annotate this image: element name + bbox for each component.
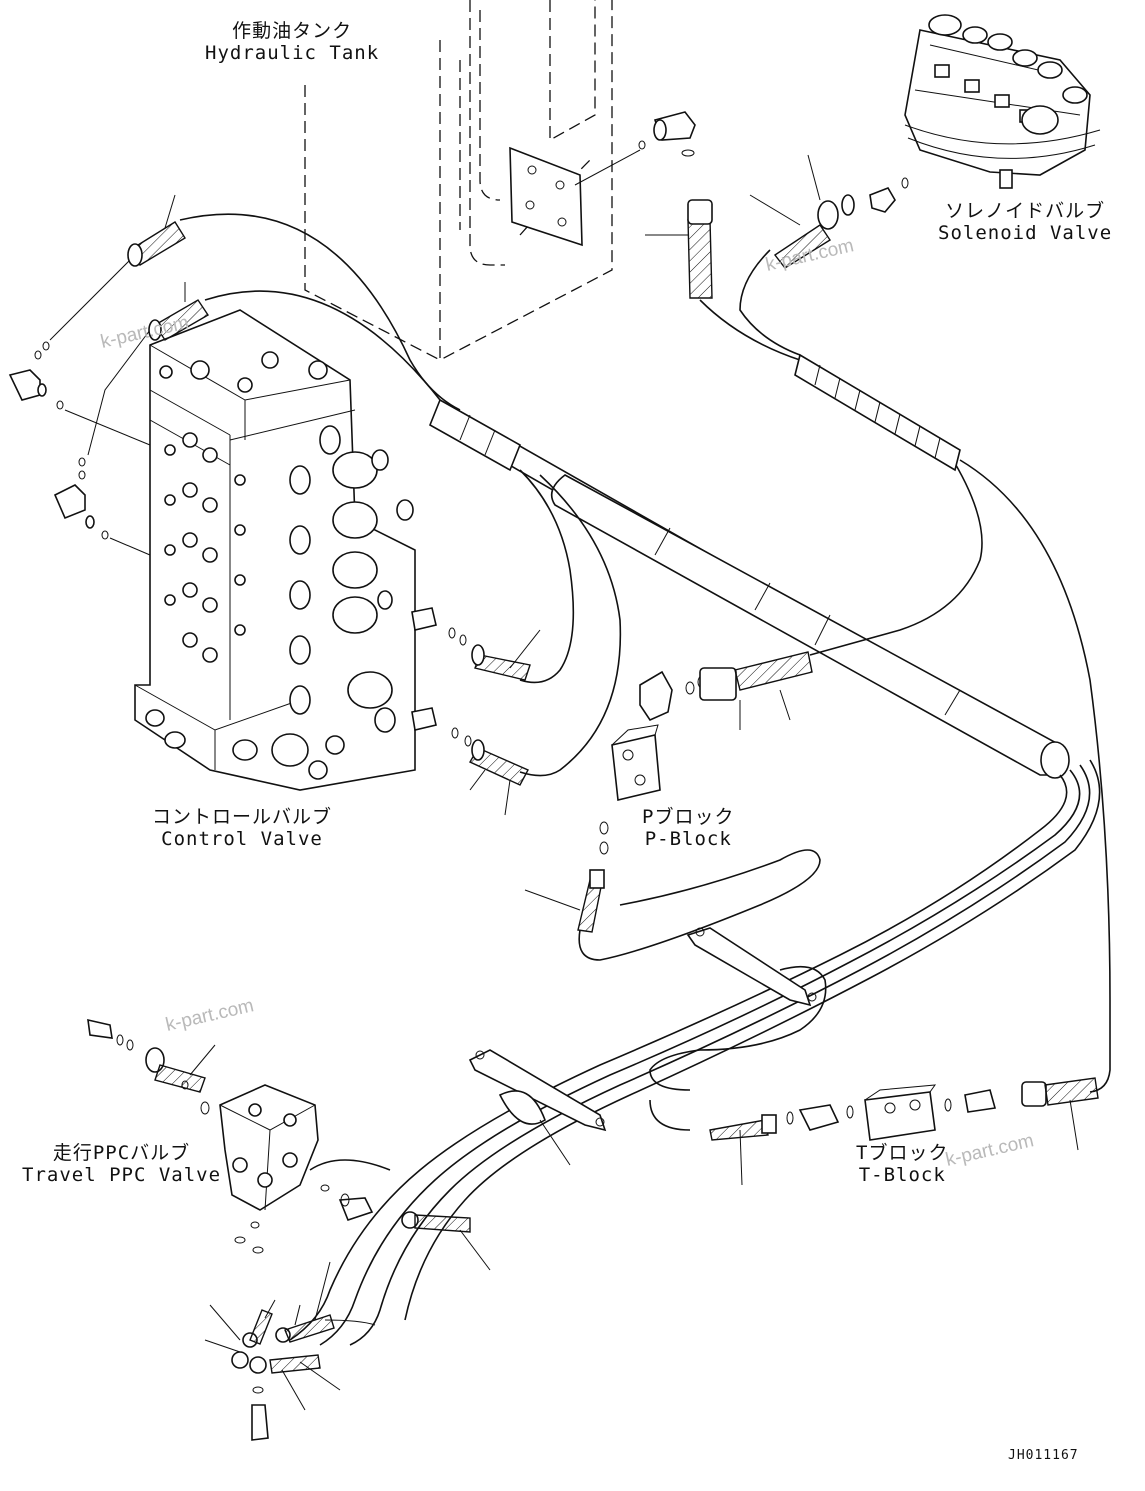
control-valve-left-fittings — [8, 259, 151, 556]
drawing-code: JH011167 — [1008, 1448, 1079, 1463]
travel-ppc-valve-label-jp: 走行PPCバルブ — [52, 1142, 191, 1164]
t-block-label-jp: Tブロック — [856, 1142, 949, 1164]
clamp-lower — [468, 1049, 607, 1166]
t-block-label: Tブロック T-Block — [856, 1142, 948, 1186]
hydraulic-tank-label-jp: 作動油タンク — [232, 20, 353, 42]
solenoid-valve-label: ソレノイドバルブ Solenoid Valve — [938, 200, 1112, 244]
tank-elbow-fitting — [574, 111, 696, 186]
control-valve-label-en: Control Valve — [161, 828, 323, 850]
travel-ppc-valve — [87, 1018, 491, 1271]
lower-hose-ends — [204, 1261, 376, 1441]
p-block-label-en: P-Block — [644, 828, 732, 850]
solenoid-hose-fitting — [749, 154, 909, 269]
vertical-hose-fitting — [645, 199, 713, 299]
p-block-label-jp: Pブロック — [642, 806, 735, 828]
t-block-label-en: T-Block — [858, 1164, 946, 1186]
clamp-upper — [686, 927, 817, 1007]
control-valve-label-jp: コントロールバルブ — [152, 806, 333, 828]
hose-fitting-top-left-1 — [127, 194, 186, 267]
solenoid-valve-label-jp: ソレノイドバルブ — [945, 200, 1106, 222]
control-valve — [134, 309, 416, 791]
hose-lines — [179, 213, 1111, 1346]
hydraulic-tank — [304, 0, 613, 362]
t-block — [709, 1077, 1099, 1186]
p-block — [524, 651, 813, 933]
p-block-label: Pブロック P-Block — [642, 806, 734, 850]
solenoid-valve-label-en: Solenoid Valve — [938, 222, 1113, 244]
middle-fittings — [411, 607, 541, 816]
solenoid-valve — [904, 14, 1101, 189]
travel-ppc-valve-label-en: Travel PPC Valve — [22, 1164, 222, 1186]
hose-fitting-top-left-2 — [148, 282, 209, 341]
control-valve-ports — [145, 351, 414, 780]
hydraulic-tank-label-en: Hydraulic Tank — [205, 42, 380, 64]
travel-ppc-valve-label: 走行PPCバルブ Travel PPC Valve — [22, 1142, 221, 1186]
hydraulic-tank-label: 作動油タンク Hydraulic Tank — [205, 20, 379, 64]
control-valve-label: コントロールバルブ Control Valve — [152, 806, 332, 850]
